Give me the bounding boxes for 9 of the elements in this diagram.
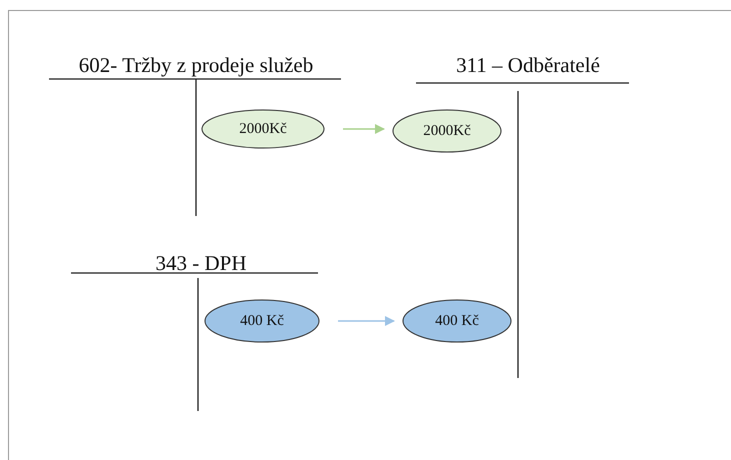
amount-text: 400 Kč	[240, 312, 284, 330]
arrow	[338, 316, 395, 326]
account-title: 602- Tržby z prodeje služeb	[78, 53, 314, 78]
amount-text: 2000Kč	[239, 120, 287, 138]
account-title: 343 - DPH	[156, 251, 246, 276]
account-title: 311 – Odběratelé	[456, 53, 600, 78]
amount-text: 400 Kč	[435, 312, 479, 330]
arrow	[343, 124, 385, 134]
amount-text: 2000Kč	[423, 122, 471, 140]
